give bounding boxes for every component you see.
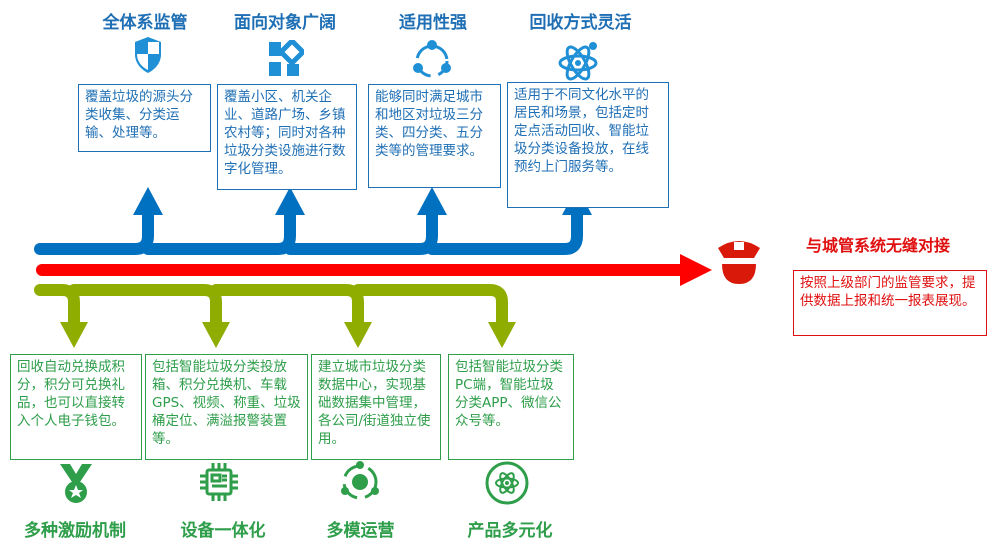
feature-title: 全体系监管: [102, 13, 188, 33]
feature-desc: 适用于不同文化水平的居民和场景，包括定时定点活动回收、智能垃圾分类设备投放，在线…: [507, 82, 669, 208]
blocks-icon: [269, 40, 304, 76]
atom-icon: [558, 42, 598, 81]
orbit-icon: [341, 461, 379, 500]
feature-desc: 包括智能垃圾分类投放箱、积分兑换机、车载GPS、视频、称重、垃圾桶定位、满溢报警…: [145, 354, 308, 460]
green-branch-lines: [34, 284, 508, 328]
feature-title: 面向对象广阔: [234, 13, 336, 33]
feature-desc: 建立城市垃圾分类数据中心，实现基础数据集中管理，各公司/街道独立使用。: [311, 354, 441, 460]
medal-icon: [60, 464, 92, 503]
green-arrowheads: [60, 322, 516, 348]
feature-desc: 能够同时满足城市和地区对垃圾三分类、四分类、五分类等的管理要求。: [368, 84, 501, 188]
atom-circle-icon: [485, 461, 529, 505]
blue-arrowheads: [133, 187, 592, 215]
blue-branch-lines: [34, 209, 583, 255]
feature-desc: 包括智能垃圾分类PC端，智能垃圾分类APP、微信公众号等。: [448, 354, 574, 460]
feature-title: 多种激励机制: [24, 521, 126, 541]
feature-title: 设备一体化: [180, 521, 266, 541]
chip-icon: [200, 463, 238, 501]
feature-desc: 覆盖小区、机关企业、道路广场、乡镇农村等；同时对各种垃圾分类设施进行数字化管理。: [217, 84, 357, 190]
feature-desc: 覆盖垃圾的源头分类收集、分类运输、处理等。: [78, 84, 211, 152]
red-main-arrow: [36, 254, 712, 286]
center-title: 与城管系统无缝对接: [806, 236, 951, 255]
police-cap-icon: [718, 241, 760, 284]
feature-title: 产品多元化: [467, 521, 553, 541]
shield-icon: [135, 37, 161, 73]
feature-title: 回收方式灵活: [529, 13, 632, 33]
center-desc: 按照上级部门的监管要求，提供数据上报和统一报表展现。: [793, 270, 987, 336]
feature-desc: 回收自动兑换成积分，积分可兑换礼品，也可以直接转入个人电子钱包。: [10, 354, 142, 460]
share-nodes-icon: [413, 40, 451, 78]
feature-title: 适用性强: [399, 13, 467, 33]
feature-title: 多模运营: [326, 521, 395, 541]
